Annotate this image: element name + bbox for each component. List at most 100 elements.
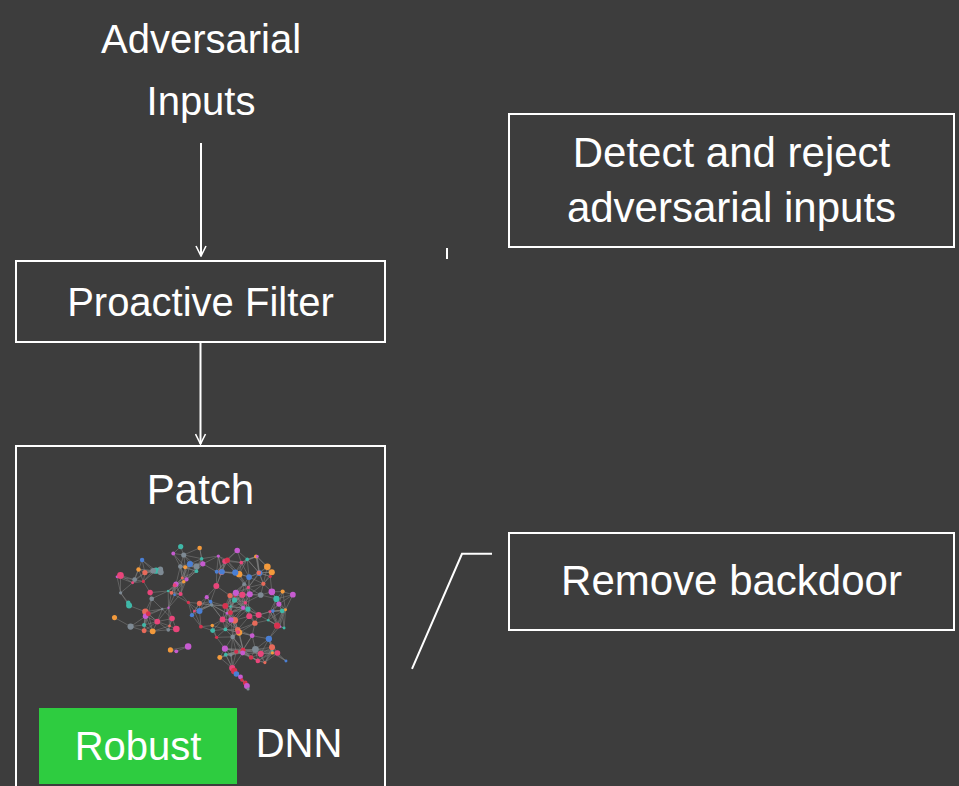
brain-link	[229, 596, 230, 613]
brain-dot	[169, 616, 175, 622]
brain-dot	[209, 600, 213, 604]
brain-dot	[247, 591, 253, 597]
brain-dot	[167, 607, 169, 609]
brain-dot	[181, 552, 186, 557]
brain-dot	[112, 615, 117, 620]
brain-dot	[249, 655, 253, 659]
box-text: Remove backdoor	[561, 554, 902, 609]
brain-dot	[185, 643, 192, 650]
brain-dot	[178, 564, 182, 568]
brain-dot	[217, 554, 220, 557]
brain-dot	[269, 569, 275, 575]
brain-dot	[239, 561, 243, 565]
brain-link	[243, 653, 258, 661]
brain-dot	[250, 633, 255, 638]
brain-dot	[149, 596, 154, 601]
brain-link	[284, 610, 285, 628]
brain-dot	[197, 601, 202, 606]
brain-dot	[119, 591, 122, 594]
box-title: Patch	[17, 463, 384, 518]
brain-dot	[210, 603, 213, 606]
brain-dot	[256, 612, 262, 618]
brain-dot	[224, 653, 228, 657]
callout-box: Remove backdoor	[508, 532, 955, 631]
brain-dot	[222, 646, 228, 652]
brain-dot	[142, 580, 145, 583]
brain-dot	[132, 577, 137, 582]
brain-dot	[257, 570, 262, 575]
brain-dot	[171, 552, 175, 556]
box-text: Robust	[75, 720, 202, 772]
brain-dot	[193, 610, 196, 613]
robust-tag: Robust	[39, 708, 237, 784]
brain-dot	[197, 608, 203, 614]
brain-dot	[252, 646, 259, 653]
brain-dot	[234, 548, 240, 554]
brain-dot	[200, 561, 205, 566]
brain-dot	[283, 627, 286, 630]
brain-link	[169, 608, 170, 626]
brain-link	[220, 652, 237, 658]
brain-dot	[234, 671, 240, 677]
brain-dot	[252, 620, 257, 625]
input-label: Adversarial Inputs	[61, 8, 341, 132]
brain-dot	[178, 544, 183, 549]
brain-link	[117, 577, 121, 593]
brain-dot	[271, 609, 275, 613]
brain-dot	[168, 647, 173, 652]
brain-dot	[173, 594, 176, 597]
brain-dot	[168, 625, 171, 628]
brain-dot	[263, 661, 266, 664]
brain-dot	[244, 601, 247, 604]
brain-dot	[246, 687, 249, 690]
brain-dot	[210, 604, 213, 607]
brain-dot	[268, 610, 271, 613]
filter-box: Proactive Filter	[15, 260, 386, 343]
brain-dot	[218, 569, 224, 575]
brain-dot	[131, 581, 134, 584]
brain-dot	[150, 628, 156, 634]
brain-link	[243, 636, 252, 650]
brain-dot	[261, 582, 265, 586]
box-text: Detect and reject adversarial inputs	[524, 126, 939, 235]
brain-dot	[117, 572, 124, 579]
brain-dot	[187, 561, 193, 567]
brain-dot	[264, 564, 271, 571]
brain-dot	[142, 623, 146, 627]
brain-dot	[213, 583, 219, 589]
brain-link	[184, 548, 200, 555]
brain-dot	[190, 613, 194, 617]
brain-dot	[187, 601, 190, 604]
brain-link	[202, 556, 219, 559]
brain-dot	[217, 655, 222, 660]
brain-dot	[275, 650, 281, 656]
brain-dot	[215, 570, 219, 574]
brain-link	[184, 555, 202, 559]
brain-dot	[222, 603, 228, 609]
brain-dot	[240, 650, 245, 655]
model-label: DNN	[229, 715, 369, 771]
brain-illustration	[112, 544, 296, 691]
brain-dot	[229, 653, 232, 656]
brain-dot	[223, 627, 227, 631]
brain-dot	[225, 558, 230, 563]
brain-dot	[269, 588, 276, 595]
brain-dot	[232, 598, 237, 603]
brain-dot	[220, 617, 226, 623]
brain-dot	[146, 611, 151, 616]
brain-dot	[269, 575, 272, 578]
brain-dot	[170, 591, 174, 595]
brain-dot	[242, 582, 246, 586]
brain-dot	[236, 629, 242, 635]
brain-dot	[246, 613, 252, 619]
brain-link	[121, 583, 133, 593]
brain-link	[268, 620, 284, 628]
brain-dot	[210, 628, 215, 633]
brain-link	[168, 582, 184, 591]
brain-dot	[256, 659, 261, 664]
box-text: Proactive Filter	[67, 276, 334, 328]
patch-box: PatchDNN Robust	[15, 445, 386, 786]
brain-dot	[236, 630, 240, 634]
brain-dot	[150, 568, 156, 574]
